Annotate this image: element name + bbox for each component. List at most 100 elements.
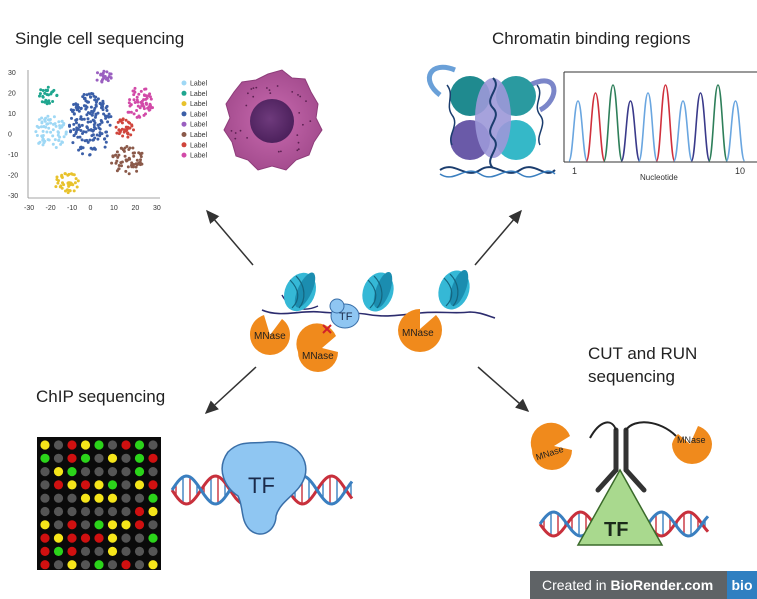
tsne-point	[149, 97, 153, 101]
microarray-dot	[53, 493, 64, 503]
microarray-dot	[67, 467, 77, 477]
tsne-point	[135, 109, 139, 112]
tsne-point	[144, 97, 148, 101]
tsne-point	[45, 93, 49, 96]
tsne-point	[117, 167, 121, 171]
legend-label: Label	[190, 101, 208, 108]
tsne-point	[79, 129, 83, 132]
tsne-point	[131, 146, 135, 150]
tsne-point	[128, 157, 132, 161]
tsne-point	[101, 108, 105, 112]
tsne-point	[92, 123, 96, 127]
tsne-point	[80, 123, 84, 127]
center-mnase-3: MNase	[398, 308, 442, 352]
tsne-point	[119, 146, 123, 150]
microarray-dot	[40, 480, 50, 490]
microarray-dot	[107, 480, 118, 490]
tsne-point	[58, 135, 62, 139]
tsne-point	[46, 114, 50, 118]
microarray-dot	[67, 506, 77, 517]
microarray-dot	[94, 480, 104, 490]
tsne-point	[135, 95, 139, 99]
microarray-dot	[121, 493, 131, 503]
chromatin-illustration	[426, 64, 557, 178]
tsne-point	[75, 185, 79, 189]
microarray-dot	[134, 560, 145, 570]
tsne-point	[88, 153, 92, 157]
tsne-point	[94, 103, 98, 107]
tsne-point	[139, 89, 143, 93]
microarray-dot	[148, 493, 158, 503]
microarray-dot	[107, 506, 118, 517]
microarray-dot	[134, 453, 145, 463]
tsne-point	[106, 120, 110, 124]
tsne-point	[101, 73, 105, 77]
tsne-point	[103, 145, 107, 149]
tsne-point	[96, 71, 99, 75]
microarray-dot	[121, 506, 131, 517]
microarray-dot	[40, 533, 50, 543]
tsne-point	[49, 92, 53, 96]
tsne-point	[134, 162, 138, 166]
tsne-point	[117, 153, 121, 157]
tsne-point	[123, 154, 127, 158]
tsne-point	[143, 94, 146, 97]
tsne-point	[35, 134, 39, 137]
microarray-dot	[148, 506, 158, 517]
microarray-dot	[94, 546, 104, 557]
microarray-dot	[67, 493, 77, 503]
tsne-point	[40, 121, 44, 125]
tsne-y-tick: 0	[8, 132, 12, 139]
microarray-dot	[121, 533, 131, 543]
tsne-point	[124, 169, 128, 173]
microarray-dot	[134, 480, 145, 490]
tsne-point	[69, 181, 73, 185]
microarray-dot	[148, 467, 158, 477]
tsne-point	[64, 132, 68, 136]
biorender-credit-badge[interactable]: Created in BioRender.com bio	[530, 571, 757, 599]
tsne-point	[106, 79, 110, 83]
tsne-point	[49, 130, 53, 134]
tsne-point	[100, 132, 104, 136]
tsne-point	[121, 134, 125, 138]
microarray-dot	[53, 440, 64, 450]
cut-run-tf-triangle	[576, 468, 664, 546]
microarray-dot	[148, 440, 158, 450]
microarray-dot	[53, 560, 64, 570]
tsne-point	[67, 184, 71, 187]
tsne-point	[34, 130, 38, 134]
microarray-dot	[134, 546, 145, 557]
tsne-point	[60, 174, 64, 178]
microarray-dot	[67, 453, 77, 463]
tsne-point	[147, 105, 151, 109]
tsne-point	[87, 92, 91, 96]
tsne-point	[135, 158, 139, 162]
microarray-dot	[148, 453, 158, 463]
legend-label: Label	[190, 153, 208, 160]
tsne-point	[49, 121, 53, 125]
chip-tf-protein	[221, 441, 307, 535]
chromatin-fiber	[426, 64, 456, 97]
center-mnase-1-label: MNase	[254, 331, 286, 342]
tsne-point	[117, 128, 121, 132]
tsne-point	[60, 119, 64, 123]
tsne-point	[130, 165, 134, 169]
microarray-dot	[67, 440, 77, 450]
microarray-dot	[107, 520, 118, 530]
tsne-point	[53, 138, 57, 142]
tsne-point	[79, 145, 83, 149]
tsne-point	[89, 105, 93, 109]
tsne-point	[57, 138, 61, 142]
tsne-point	[122, 130, 126, 134]
legend-swatch	[181, 132, 187, 137]
tsne-point	[55, 178, 59, 181]
arrow-to-single-cell	[206, 209, 254, 266]
tsne-point	[72, 173, 76, 177]
microarray-dot	[94, 560, 104, 570]
tsne-point	[140, 151, 144, 155]
tsne-point	[58, 124, 62, 128]
legend-swatch	[181, 152, 187, 158]
tsne-point	[42, 125, 46, 128]
tsne-point	[57, 120, 61, 124]
